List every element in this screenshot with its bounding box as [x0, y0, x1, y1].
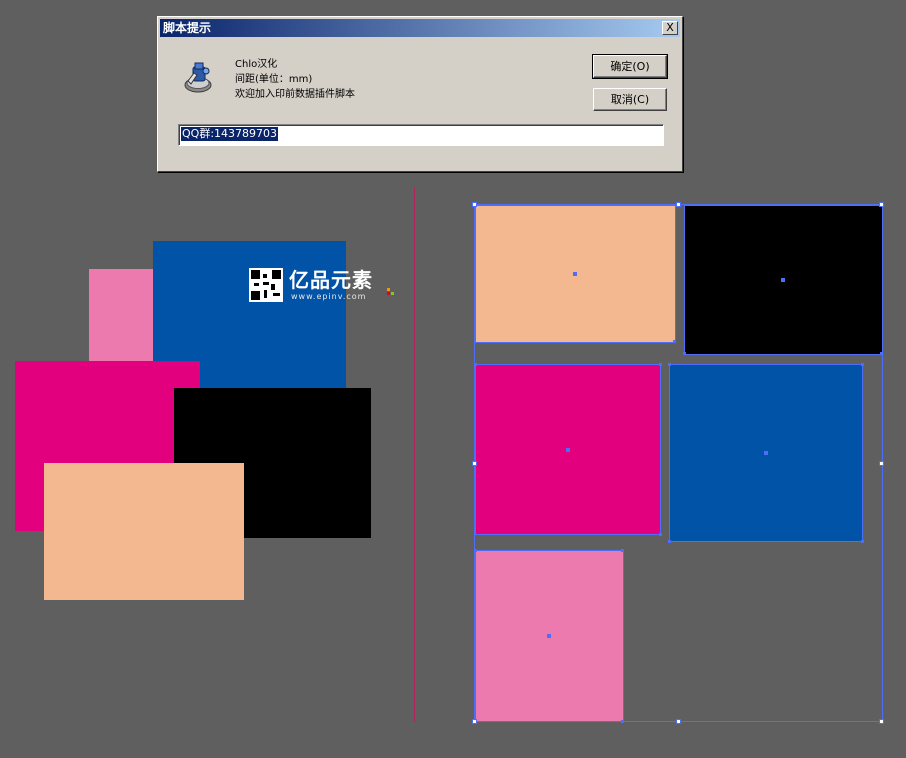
resize-handle-bottom[interactable] [676, 719, 681, 724]
close-button[interactable]: X [662, 21, 678, 35]
message-line: 欢迎加入印前数据插件脚本 [235, 89, 355, 100]
resize-handle-top-right[interactable] [879, 202, 884, 207]
center-point [781, 278, 785, 282]
dialog-title: 脚本提示 [163, 21, 212, 35]
center-point [573, 272, 577, 276]
resize-handle-bottom-left[interactable] [472, 719, 477, 724]
anchor-point [668, 363, 671, 366]
watermark-name: 亿品元素 [289, 268, 373, 292]
dialog-titlebar[interactable]: 脚本提示 X [160, 19, 680, 37]
resize-handle-bottom-right[interactable] [879, 719, 884, 724]
message-line: 间距(单位：mm) [235, 74, 313, 85]
cancel-button[interactable]: 取消(C) [593, 88, 667, 111]
pink-rect[interactable] [89, 269, 159, 369]
resize-handle-top-left[interactable] [472, 202, 477, 207]
watermark-dots-icon [387, 288, 395, 296]
script-alert-dialog: 脚本提示 X Chlo汉化 间距(单位：mm) 欢迎加入印前数据插件脚本 确定(… [157, 16, 683, 172]
center-point [547, 634, 551, 638]
script-gear-icon [184, 62, 212, 93]
resize-handle-top[interactable] [676, 202, 681, 207]
resize-handle-right[interactable] [879, 461, 884, 466]
item-outline [475, 364, 661, 535]
anchor-point [880, 352, 883, 355]
text-field-value: QQ群:143789703 [181, 127, 279, 141]
anchor-point [621, 549, 624, 552]
anchor-point [474, 549, 477, 552]
anchor-point [668, 540, 671, 543]
anchor-point [861, 540, 864, 543]
dialog-message: Chlo汉化 间距(单位：mm) 欢迎加入印前数据插件脚本 [235, 57, 355, 102]
peach-rect[interactable] [44, 463, 244, 600]
message-line: Chlo汉化 [235, 59, 278, 70]
close-icon: X [666, 21, 674, 34]
ok-button[interactable]: 确定(O) [592, 54, 668, 79]
center-point [764, 451, 768, 455]
watermark-url: www.epinv.com [291, 292, 367, 301]
column-divider-line [414, 188, 415, 722]
resize-handle-left[interactable] [472, 461, 477, 466]
anchor-point [861, 363, 864, 366]
qr-code-icon [249, 268, 283, 302]
anchor-point [474, 363, 477, 366]
center-point [566, 448, 570, 452]
text-field[interactable]: QQ群:143789703 [178, 124, 664, 146]
anchor-point [673, 340, 676, 343]
item-outline [475, 205, 676, 343]
watermark-logo: 亿品元素 www.epinv.com [249, 268, 399, 304]
selection-bounding-box[interactable] [474, 204, 883, 722]
item-outline [669, 364, 863, 542]
anchor-point [659, 363, 662, 366]
anchor-point [659, 533, 662, 536]
anchor-point [621, 720, 624, 723]
anchor-point [683, 352, 686, 355]
